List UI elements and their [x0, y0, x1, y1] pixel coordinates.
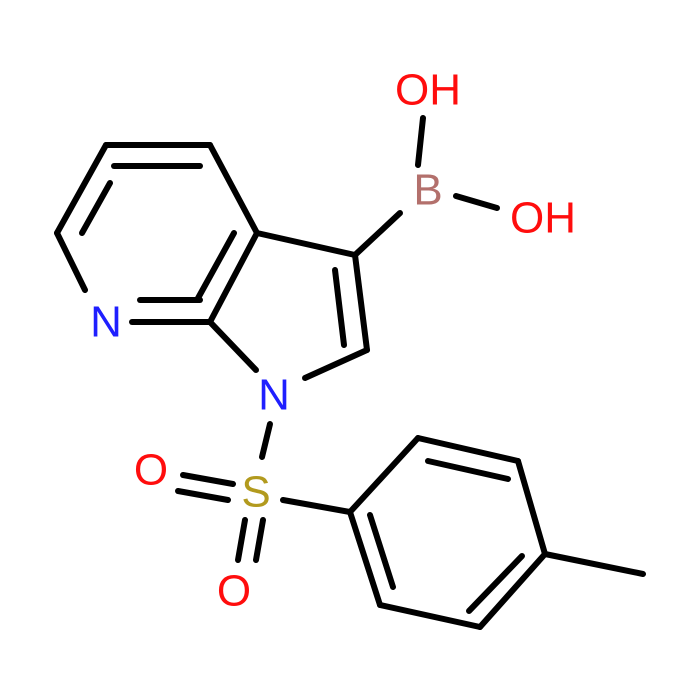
pyrrole-double-bond [332, 267, 347, 348]
sulfur-label: S [241, 468, 270, 517]
benzene-c1-c2-bond [347, 435, 421, 515]
pyrrole-c2-c3-bond [352, 252, 370, 353]
boron-oh-top-bond [415, 115, 426, 168]
methyl-bond [542, 551, 646, 577]
pyrrole-n1-c2-bond [302, 347, 370, 381]
benzene-double-bond-1 [425, 458, 511, 482]
atom-labels: OH B OH N N O S O [90, 66, 576, 616]
pyridine-c6-c4-bond [54, 142, 109, 236]
benzene-double-bond-3 [367, 512, 396, 590]
bonds [54, 115, 646, 630]
boron-oh-right-bond [453, 193, 500, 211]
pyrrole-c7a-n1-bond [207, 319, 259, 373]
sulfur-oxygen-upper-bond-a [180, 472, 236, 487]
sulfonyl-oxygen-lower-label: O [217, 567, 251, 616]
pyridine-nitrogen-label: N [90, 298, 122, 347]
benzene-c6-c1-bond [347, 509, 383, 608]
benzene-c3-c4-bond [515, 458, 548, 557]
oh-top-label: OH [395, 66, 461, 115]
sulfur-oxygen-lower-bond-b [253, 517, 266, 563]
pyrrole-nitrogen-label: N [258, 371, 290, 420]
benzene-double-bond-2 [466, 553, 525, 614]
benzene-c4-c5-bond [477, 551, 548, 630]
c3-boron-bond [352, 210, 403, 258]
pyridine-c5-c3a-bond [207, 142, 260, 236]
pyridine-double-bond-2 [194, 230, 237, 303]
pyridine-c3a-c7a-bond [207, 230, 260, 325]
sulfur-oxygen-upper-bond-b [175, 488, 231, 503]
sulfonyl-oxygen-upper-label: O [134, 446, 168, 495]
benzene-c5-c6-bond [377, 602, 483, 630]
pyridine-n-c6-bond [54, 230, 88, 293]
n1-sulfur-bond [259, 421, 273, 460]
pyrrole-c3-c3a-bond [254, 230, 358, 258]
boron-label: B [413, 166, 442, 215]
sulfur-oxygen-lower-bond-a [235, 517, 248, 563]
oh-right-label: OH [510, 194, 576, 243]
pyridine-double-bond-3 [79, 180, 113, 236]
benzene-c2-c3-bond [415, 435, 521, 464]
sulfur-aryl-bond [280, 497, 353, 515]
